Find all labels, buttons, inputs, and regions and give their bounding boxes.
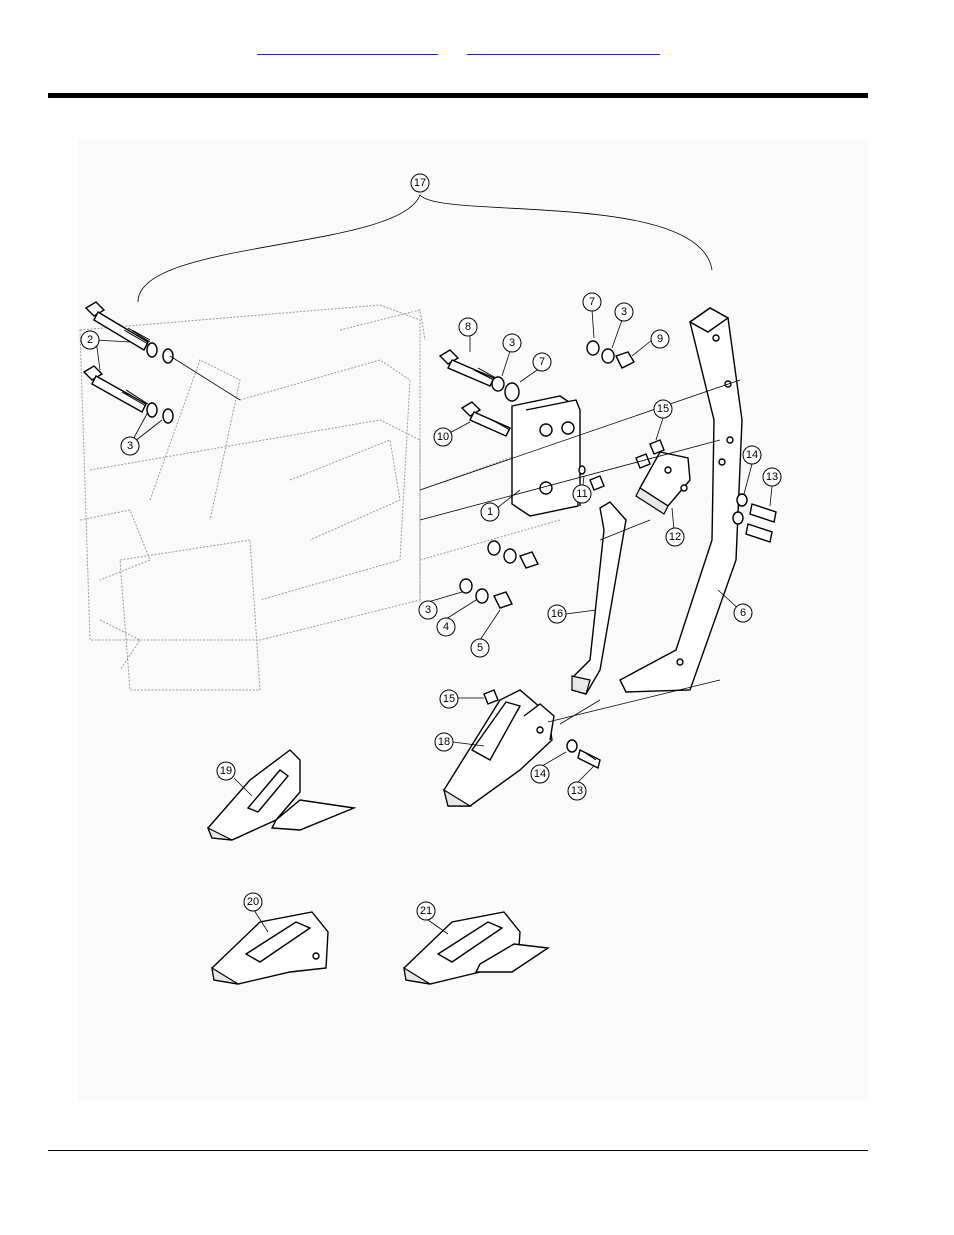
bracket-12 — [635, 451, 691, 515]
bolt-8 — [438, 349, 497, 387]
bolt-2-lower — [82, 365, 149, 413]
svg-text:19: 19 — [220, 765, 232, 777]
callout-1: 1 — [480, 502, 500, 522]
callout-5: 5 — [470, 638, 490, 658]
callout-18: 18 — [434, 732, 454, 752]
svg-text:17: 17 — [414, 177, 426, 189]
bolt-10 — [460, 401, 511, 437]
svg-text:8: 8 — [465, 321, 471, 333]
point-19 — [206, 749, 357, 841]
callout-11: 11 — [572, 484, 592, 504]
svg-text:10: 10 — [437, 431, 449, 443]
wear-bar-16 — [571, 501, 627, 695]
svg-text:12: 12 — [669, 531, 681, 543]
svg-text:14: 14 — [746, 449, 758, 461]
svg-text:1: 1 — [487, 506, 493, 518]
svg-text:11: 11 — [576, 488, 587, 500]
callout-16: 16 — [547, 604, 567, 624]
bolt-2-upper — [84, 301, 151, 351]
svg-text:21: 21 — [420, 905, 432, 917]
header-rule — [48, 93, 868, 98]
callout-15: 15 — [439, 689, 459, 709]
svg-text:3: 3 — [425, 604, 431, 616]
footer-rule — [48, 1150, 868, 1151]
callout-17: 17 — [410, 173, 430, 193]
svg-text:5: 5 — [477, 642, 483, 654]
callout-19: 19 — [216, 761, 236, 781]
svg-text:3: 3 — [509, 337, 515, 349]
svg-text:15: 15 — [657, 403, 669, 415]
callout-2: 2 — [80, 330, 100, 350]
mount-plate-1 — [511, 395, 581, 517]
callout-13: 13 — [762, 467, 782, 487]
callout-14: 14 — [530, 764, 550, 784]
callout-12: 12 — [665, 527, 685, 547]
callout-3: 3 — [120, 436, 140, 456]
svg-text:13: 13 — [766, 471, 778, 483]
svg-text:15: 15 — [443, 693, 455, 705]
callout-9: 9 — [650, 329, 670, 349]
svg-text:16: 16 — [551, 608, 563, 620]
svg-text:18: 18 — [438, 736, 450, 748]
svg-text:3: 3 — [127, 440, 133, 452]
callout-7: 7 — [532, 352, 552, 372]
point-20 — [211, 911, 329, 985]
svg-text:14: 14 — [534, 768, 546, 780]
point-21 — [403, 911, 550, 985]
callout-3: 3 — [418, 600, 438, 620]
header-link-2[interactable] — [467, 34, 660, 55]
callout-13: 13 — [567, 781, 587, 801]
callout-15: 15 — [653, 399, 673, 419]
svg-text:7: 7 — [589, 296, 595, 308]
callout-21: 21 — [416, 901, 436, 921]
svg-text:13: 13 — [571, 785, 583, 797]
callout-20: 20 — [243, 892, 263, 912]
callout-4: 4 — [436, 617, 456, 637]
svg-text:20: 20 — [247, 896, 259, 908]
svg-text:2: 2 — [87, 334, 93, 346]
svg-text:4: 4 — [443, 621, 449, 633]
callout-10: 10 — [433, 427, 453, 447]
callout-3: 3 — [502, 333, 522, 353]
point-18 — [443, 689, 555, 807]
callout-7: 7 — [582, 292, 602, 312]
svg-text:3: 3 — [621, 306, 627, 318]
svg-text:9: 9 — [657, 333, 663, 345]
svg-text:7: 7 — [539, 356, 545, 368]
callout-8: 8 — [458, 317, 478, 337]
callout-3: 3 — [614, 302, 634, 322]
svg-text:6: 6 — [740, 607, 746, 619]
callout-14: 14 — [742, 445, 762, 465]
shank-6 — [619, 307, 743, 693]
callout-6: 6 — [733, 603, 753, 623]
header-link-1[interactable] — [257, 34, 438, 55]
